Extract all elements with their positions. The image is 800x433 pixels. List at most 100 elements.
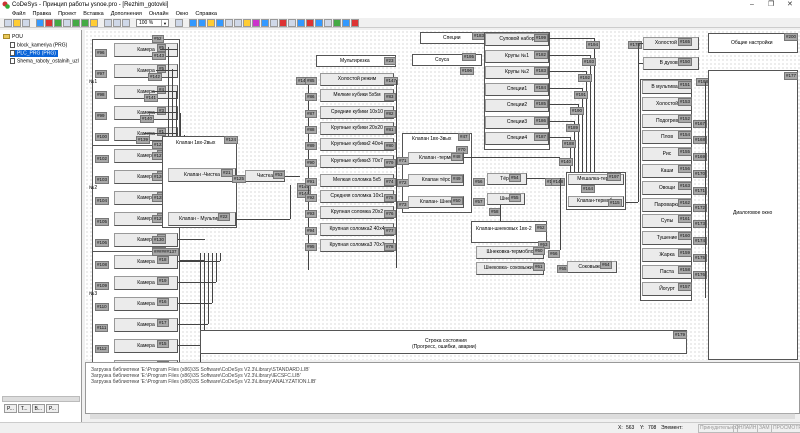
menu-project[interactable]: Проект: [58, 11, 77, 17]
mixer-button[interactable]: Мешалка-термо: [568, 174, 624, 185]
status-bar: X: 563 Y: 708 Элемент: Принудительно ОНЛ…: [0, 422, 800, 433]
element-tag: #92: [305, 194, 317, 203]
cut-mode-button[interactable]: Мелкие кубики 5х5м: [320, 89, 394, 103]
element-tag: #61: [533, 263, 545, 271]
element-tag: #22: [218, 213, 230, 221]
cut-mode-button[interactable]: Средние кубики 10х10: [320, 105, 394, 119]
breakpoint-icon[interactable]: [72, 18, 80, 27]
cut-mode-button[interactable]: Мелкая соломка 5х5: [320, 173, 394, 187]
soup-button[interactable]: Суповой набор: [485, 33, 549, 46]
restore-button[interactable]: ❐: [768, 1, 775, 8]
pointer-icon[interactable]: [175, 18, 183, 27]
wire: [172, 69, 173, 140]
login-icon[interactable]: [36, 18, 44, 27]
element-tag: #160: [678, 232, 693, 241]
insert-macro-icon[interactable]: [333, 18, 341, 27]
soup-button[interactable]: Специи4: [485, 132, 549, 145]
messages-hscrollbar[interactable]: [90, 413, 795, 419]
pou-tree-panel: POU block_kameriya (PRG) PLC_PRG (PRG) S…: [0, 30, 82, 422]
codesys-app-icon: [2, 1, 10, 9]
close-button[interactable]: ✕: [787, 1, 793, 8]
step-icon[interactable]: [63, 18, 71, 27]
tab-visualizations[interactable]: B...: [31, 404, 46, 413]
valve13-button[interactable]: Клапан тёрс: [408, 174, 464, 186]
pou-item-shema-raboty[interactable]: Shema_raboty_ostalnih_uzl: [10, 58, 79, 65]
valve13-button[interactable]: Клапан- Шнек: [408, 196, 464, 208]
element-tag: #175: [693, 254, 708, 262]
element-tag: #83: [384, 93, 396, 102]
insert-action-icon[interactable]: [306, 18, 314, 27]
pou-hscrollbar[interactable]: [2, 396, 80, 402]
insert-box-icon[interactable]: [189, 18, 197, 27]
valve-clean-button[interactable]: Клапан -Чистка: [168, 168, 236, 182]
menu-edit[interactable]: Правка: [32, 11, 52, 17]
cut-mode-button[interactable]: Крупная соломка2 40х4: [320, 222, 394, 236]
negate-icon[interactable]: [351, 18, 359, 27]
cut-icon[interactable]: [104, 18, 112, 27]
insert-step-icon[interactable]: [288, 18, 296, 27]
insert-label-icon[interactable]: [225, 18, 233, 27]
cut-mode-button[interactable]: Холостой режим: [320, 73, 394, 86]
menu-help[interactable]: Справка: [195, 11, 217, 17]
element-tag: #140: [559, 158, 574, 166]
insert-selector-icon[interactable]: [252, 18, 260, 27]
element-tag: #150: [678, 58, 693, 66]
insert-branch-icon[interactable]: [315, 18, 323, 27]
valve13-button[interactable]: Клапан -термо: [408, 152, 464, 164]
paste-icon[interactable]: [122, 18, 130, 27]
pou-root[interactable]: POU: [3, 34, 23, 41]
menu-extras[interactable]: Дополнения: [110, 11, 142, 17]
save-icon[interactable]: [22, 18, 30, 27]
menu-online[interactable]: Онлайн: [148, 11, 169, 17]
soup-button[interactable]: Специи3: [485, 115, 549, 129]
tab-types[interactable]: T...: [17, 404, 31, 413]
copy-icon[interactable]: [113, 18, 121, 27]
insert-contact-icon[interactable]: [270, 18, 278, 27]
cut-mode-button[interactable]: Крупные кубики3 70х7: [320, 154, 394, 168]
insert-input-icon[interactable]: [198, 18, 206, 27]
insert-jump-icon[interactable]: [216, 18, 224, 27]
insert-output-icon[interactable]: [207, 18, 215, 27]
insert-transition-icon[interactable]: [297, 18, 305, 27]
insert-coil-icon[interactable]: [279, 18, 287, 27]
mixer-valve-button[interactable]: Клапан-термобл: [568, 196, 624, 207]
cut-mode-button[interactable]: Средняя соломка 10х1: [320, 190, 394, 204]
wire: [638, 44, 639, 110]
insert-parallel-icon[interactable]: [324, 18, 332, 27]
cut-mode-button[interactable]: Крупные кубики 20х20: [320, 121, 394, 135]
cut-mode-button[interactable]: Крупные кубики2 40х4: [320, 138, 394, 152]
element-tag: #183: [534, 67, 549, 75]
cut-mode-button[interactable]: Крупная соломка3 70х7: [320, 239, 394, 252]
pou-item-plc-prg[interactable]: PLC_PRG (PRG): [10, 50, 58, 58]
element-tag: #62: [535, 224, 547, 232]
stop-icon[interactable]: [45, 18, 53, 27]
cut-mode-button[interactable]: Крупная соломка 20х2: [320, 206, 394, 220]
soup-button[interactable]: Крупы №2: [485, 66, 549, 79]
menu-insert[interactable]: Вставка: [83, 11, 104, 17]
order-icon[interactable]: [342, 18, 350, 27]
element-tag: #47: [458, 133, 470, 141]
zoom-select[interactable]: 100 %▼: [136, 18, 169, 27]
pou-item-block-kameriya[interactable]: block_kameriya (PRG): [10, 42, 67, 49]
soup-button[interactable]: Крупы №1: [485, 49, 549, 63]
open-icon[interactable]: [13, 18, 21, 27]
element-tag: #106: [95, 239, 110, 247]
menu-window[interactable]: Окно: [175, 11, 189, 17]
minimize-button[interactable]: –: [750, 1, 754, 8]
menu-file[interactable]: Файл: [12, 11, 26, 17]
insert-return-icon[interactable]: [234, 18, 242, 27]
insert-in-out-icon[interactable]: [261, 18, 269, 27]
build-icon[interactable]: [90, 18, 98, 27]
soup-button[interactable]: Специи1: [485, 82, 549, 96]
wire: [549, 120, 574, 122]
tab-resources[interactable]: P...: [46, 404, 59, 413]
grater-button[interactable]: Тёрка: [487, 173, 527, 185]
new-icon[interactable]: [4, 18, 12, 27]
step-over-icon[interactable]: [81, 18, 89, 27]
tab-pou[interactable]: P...: [4, 404, 17, 413]
insert-comment-icon[interactable]: [243, 18, 251, 27]
soup-button[interactable]: Специи2: [485, 99, 549, 112]
run-icon[interactable]: [54, 18, 62, 27]
camera-button[interactable]: Камера: [114, 233, 178, 247]
